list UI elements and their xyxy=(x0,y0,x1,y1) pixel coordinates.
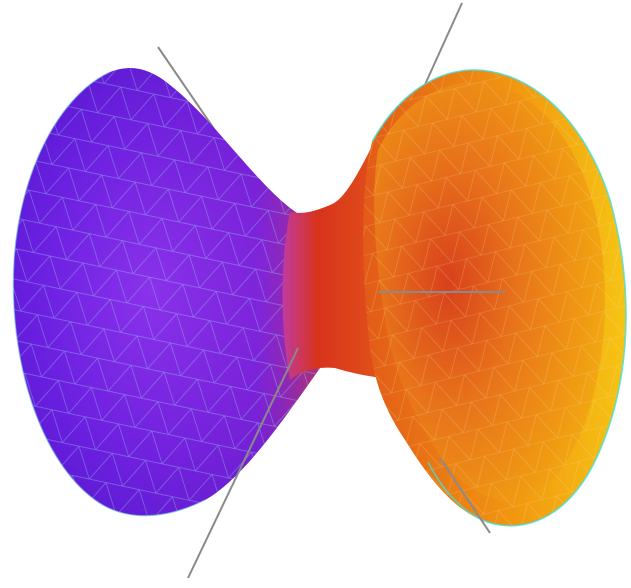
surface-neck xyxy=(282,140,382,380)
surface-right-rim xyxy=(371,69,627,527)
surface-left-rim xyxy=(12,71,206,517)
axis-line-lower-left xyxy=(187,347,299,579)
axis-line-lower-right xyxy=(439,457,491,534)
